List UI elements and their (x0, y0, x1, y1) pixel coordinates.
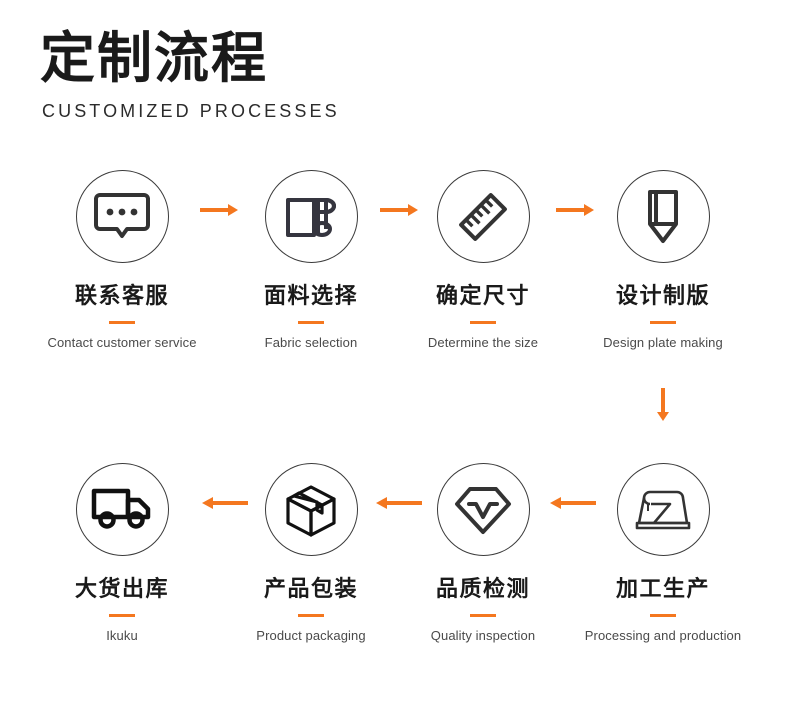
step-icon-circle (436, 463, 530, 556)
step-label-cn: 联系客服 (74, 284, 169, 309)
step-divider (298, 614, 324, 617)
step-label-cn: 大货出库 (74, 577, 169, 602)
process-step-design-plate-making[interactable]: 设计制版 Design plate making (568, 170, 758, 349)
step-divider (650, 321, 676, 324)
process-step-product-packaging[interactable]: 产品包装 Product packaging (216, 463, 406, 642)
step-divider (109, 321, 135, 324)
process-row-1: 联系客服 Contact customer service (0, 170, 790, 405)
step-icon-circle (616, 463, 710, 556)
step-icon-circle (436, 170, 530, 263)
step-label-en: Processing and production (584, 628, 742, 643)
process-step-processing-production[interactable]: 加工生产 Processing and production (568, 463, 758, 642)
step-label-en: Product packaging (256, 628, 366, 643)
step-divider (470, 614, 496, 617)
page-subtitle: CUSTOMIZED PROCESSES (42, 100, 340, 121)
step-label-en: Fabric selection (264, 335, 358, 350)
step-icon-circle (75, 463, 169, 556)
step-label-en: Design plate making (603, 335, 723, 350)
package-box-icon (282, 482, 340, 538)
page-header: 定制流程 CUSTOMIZED PROCESSES (40, 26, 740, 121)
process-step-delivery[interactable]: 大货出库 Ikuku (27, 463, 217, 642)
truck-icon (91, 487, 153, 533)
step-divider (470, 321, 496, 324)
diamond-icon (454, 483, 512, 537)
arrow-right-icon-2 (380, 202, 420, 218)
arrow-down-icon (655, 388, 671, 422)
step-icon-circle (264, 463, 358, 556)
arrow-right-icon-3 (556, 202, 596, 218)
arrow-left-icon-3 (548, 495, 596, 511)
step-label-cn: 产品包装 (263, 577, 358, 602)
step-label-en: Contact customer service (47, 335, 197, 350)
step-divider (650, 614, 676, 617)
process-row-2: 大货出库 Ikuku (0, 463, 790, 708)
step-icon-circle (264, 170, 358, 263)
process-step-determine-the-size[interactable]: 确定尺寸 Determine the size (388, 170, 578, 349)
process-flow: 联系客服 Contact customer service (0, 170, 790, 708)
arrow-right-icon-1 (200, 202, 240, 218)
step-icon-circle (616, 170, 710, 263)
step-label-cn: 确定尺寸 (435, 284, 530, 309)
fabric-roll-icon (284, 191, 338, 243)
step-label-cn: 品质检测 (435, 577, 530, 602)
sewing-machine-icon (632, 485, 694, 535)
step-divider (109, 614, 135, 617)
pencil-icon (641, 188, 685, 246)
process-step-contact-customer-service[interactable]: 联系客服 Contact customer service (27, 170, 217, 349)
step-label-cn: 设计制版 (615, 284, 710, 309)
step-icon-circle (75, 170, 169, 263)
arrow-left-icon-1 (200, 495, 248, 511)
ruler-icon (455, 189, 511, 245)
step-label-en: Quality inspection (430, 628, 536, 643)
step-divider (298, 321, 324, 324)
arrow-left-icon-2 (374, 495, 422, 511)
step-label-en: Determine the size (427, 335, 539, 350)
process-step-quality-inspection[interactable]: 品质检测 Quality inspection (388, 463, 578, 642)
step-label-cn: 面料选择 (263, 284, 358, 309)
step-label-en: Ikuku (106, 628, 138, 643)
chat-bubble-icon (94, 191, 150, 243)
page-title: 定制流程 (40, 26, 269, 90)
process-step-fabric-selection[interactable]: 面料选择 Fabric selection (216, 170, 406, 349)
step-label-cn: 加工生产 (615, 577, 710, 602)
